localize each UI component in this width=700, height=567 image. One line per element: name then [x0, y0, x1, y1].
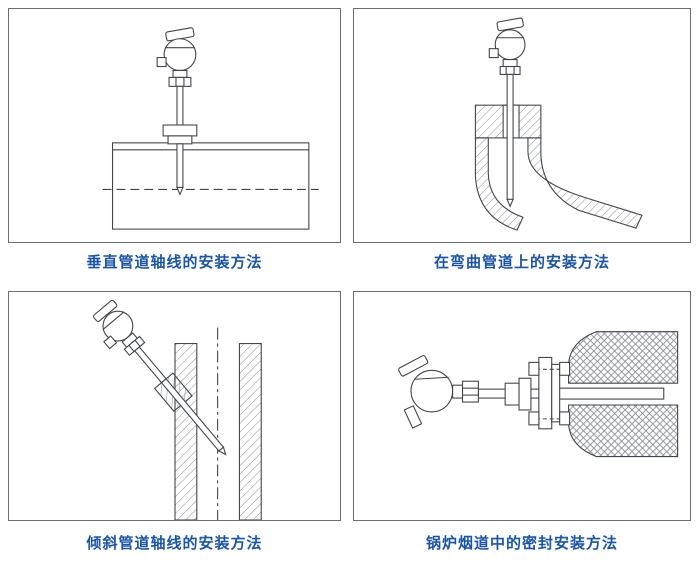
thermocouple — [488, 17, 526, 208]
panel-inclined-pipe-installation — [8, 291, 341, 521]
thermocouple — [156, 27, 198, 196]
caption-vertical-pipe-installation: 垂直管道轴线的安装方法 — [86, 254, 263, 271]
bolts — [528, 361, 571, 426]
mounting-boss — [162, 124, 198, 137]
vertical-pipe-installation-diagram — [102, 27, 319, 230]
inclined-pipe-installation-diagram — [93, 299, 262, 520]
vertical-pipe — [174, 327, 262, 520]
caption-inclined-pipe-installation: 倾斜管道轴线的安装方法 — [86, 535, 263, 552]
thermocouple-head — [398, 355, 479, 429]
boiler-flue-installation-diagram — [398, 331, 679, 458]
caption-curved-pipe-installation: 在弯曲管道上的安装方法 — [433, 254, 610, 271]
flange — [538, 356, 561, 430]
panel-boiler-flue-installation — [353, 291, 691, 521]
horizontal-pipe — [102, 142, 319, 230]
curved-pipe-installation-diagram — [474, 17, 643, 231]
protection-tube — [558, 387, 665, 400]
panel-vertical-pipe-installation — [8, 8, 341, 243]
caption-boiler-flue-installation: 锅炉烟道中的密封安装方法 — [425, 535, 618, 552]
elbow-pipe — [474, 137, 643, 231]
thermocouple — [93, 299, 227, 456]
panel-curved-pipe-installation — [353, 8, 691, 243]
packing-gland — [504, 377, 532, 411]
flue-wall — [568, 331, 679, 458]
